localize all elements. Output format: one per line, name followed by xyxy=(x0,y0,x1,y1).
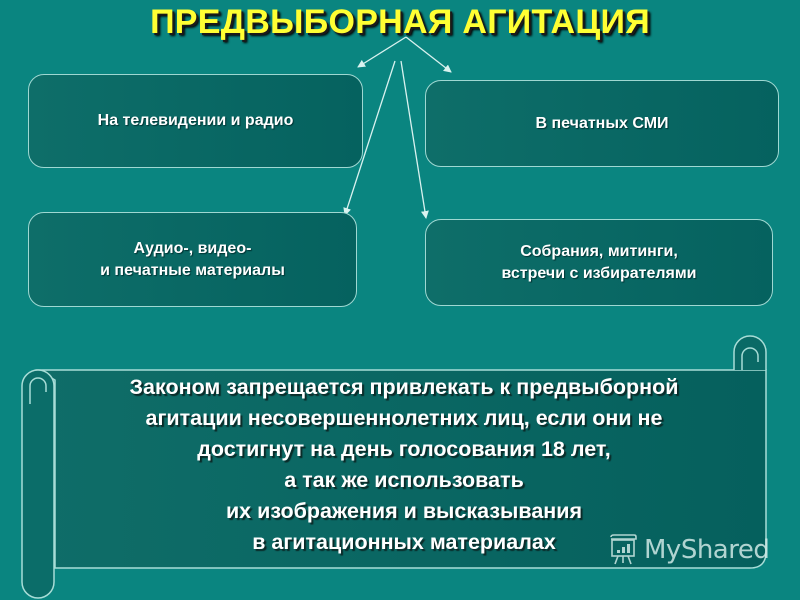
presentation-chart-icon xyxy=(610,534,637,565)
arrow-to-meetings xyxy=(400,60,429,219)
scroll-text: Законом запрещается привлекать к предвыб… xyxy=(129,375,679,554)
box-print-media: В печатных СМИ xyxy=(425,80,779,167)
box-meetings: Собрания, митинги, встречи с избирателям… xyxy=(425,219,773,306)
diagram-title: ПРЕДВЫБОРНАЯ АГИТАЦИЯ xyxy=(150,3,650,41)
box-tv-radio: На телевидении и радио xyxy=(28,74,363,168)
arrow-to-print-media xyxy=(405,36,452,73)
arrow-to-av-materials xyxy=(343,60,396,216)
arrow-to-tv-radio xyxy=(357,36,407,68)
watermark-text: MyShared xyxy=(644,535,770,565)
box-av-materials: Аудио-, видео- и печатные материалы xyxy=(28,212,357,307)
watermark: MyShared xyxy=(608,534,770,566)
